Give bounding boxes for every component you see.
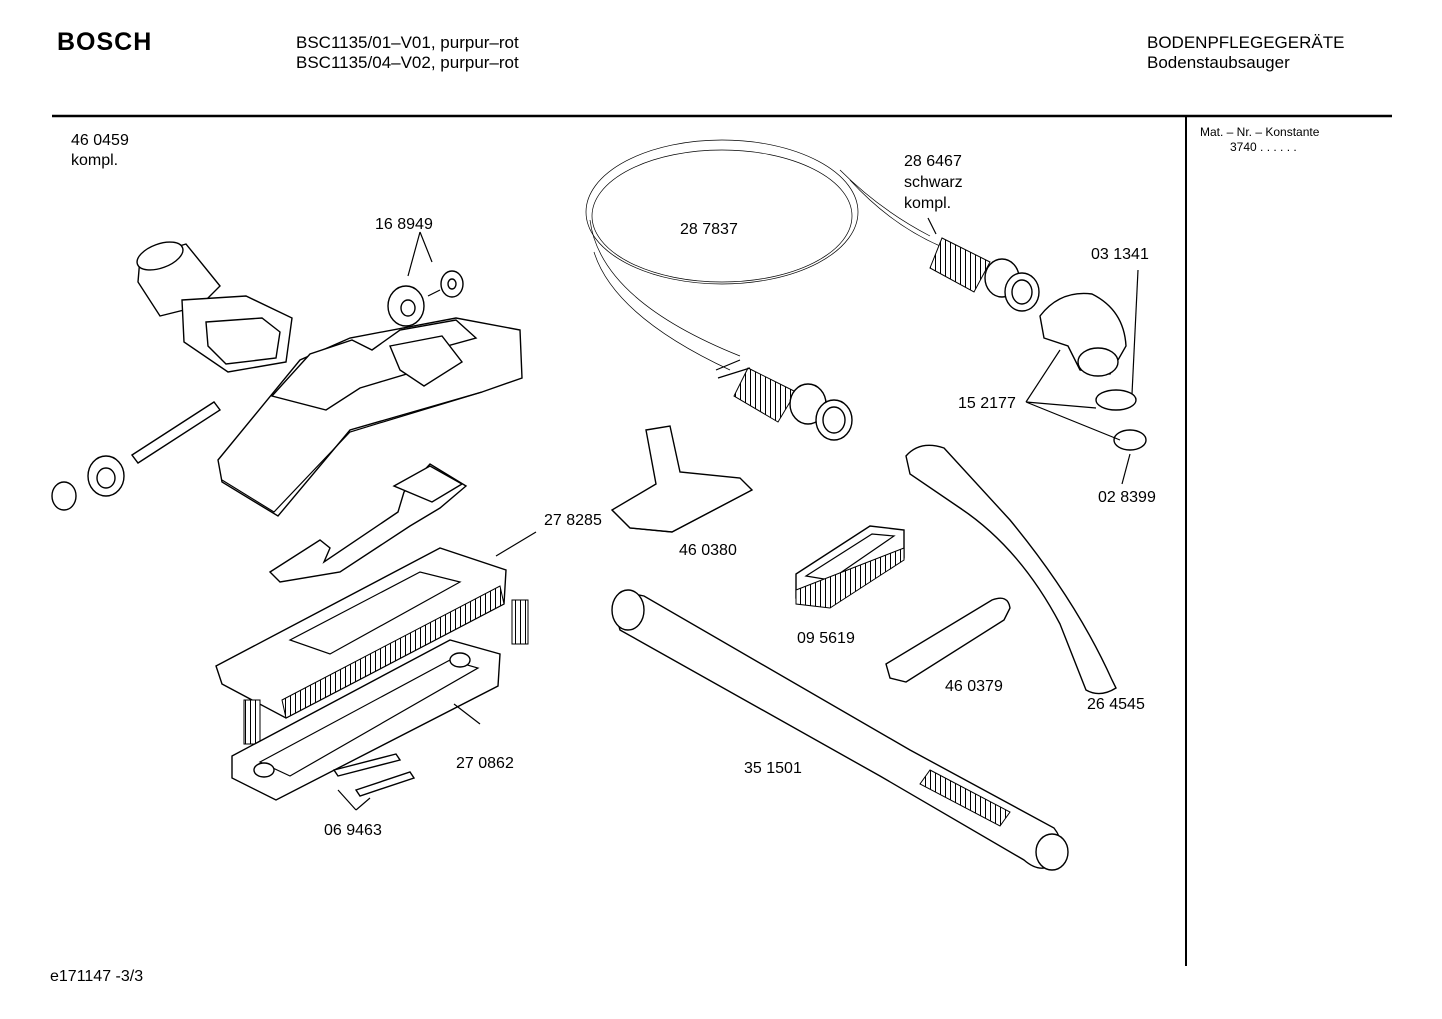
crevice-tool-part	[885, 597, 1011, 683]
category-subtitle: Bodenstaubsauger	[1147, 53, 1290, 72]
brush-strip-part	[231, 639, 501, 801]
part-label-095619: 09 5619	[797, 630, 855, 647]
switch-lever-part	[268, 463, 468, 583]
part-label-460459: 46 0459	[71, 132, 129, 149]
telescopic-tube-part	[611, 589, 1069, 871]
elbow-part	[1039, 292, 1127, 377]
model-line-2: BSC1135/04–V02, purpur–rot	[296, 53, 519, 72]
hose-end-left-part	[715, 359, 853, 441]
part-label-028399: 02 8399	[1098, 489, 1156, 506]
part-label-270862: 27 0862	[456, 755, 514, 772]
hose-end-right-part	[929, 237, 1040, 312]
part-color-286467: schwarz	[904, 174, 963, 191]
clip-ring-part	[1095, 389, 1147, 451]
floor-nozzle-body-part	[217, 317, 523, 517]
part-label-286467: 28 6467	[904, 153, 962, 170]
part-note-286467: kompl.	[904, 195, 952, 212]
hose-loop-part	[585, 139, 941, 371]
part-label-168949: 16 8949	[375, 216, 433, 233]
curved-wand-part	[905, 444, 1117, 695]
part-label-351501: 35 1501	[744, 760, 802, 777]
sidebar-value: 3740 . . . . . .	[1230, 140, 1297, 154]
part-label-069463: 06 9463	[324, 822, 382, 839]
part-label-460380: 46 0380	[679, 542, 737, 559]
category-title: BODENPFLEGEGERÄTE	[1147, 33, 1345, 52]
nozzle-base-plate-part	[215, 547, 507, 719]
part-note-460459: kompl.	[71, 152, 119, 169]
part-label-287837: 28 7837	[680, 221, 738, 238]
upholstery-nozzle-part	[610, 425, 754, 533]
felt-strip-part	[332, 753, 416, 797]
part-label-460379: 46 0379	[945, 678, 1003, 695]
part-label-152177: 15 2177	[958, 395, 1016, 412]
document-id: e171147 -3/3	[50, 968, 144, 985]
brush-part	[795, 525, 905, 609]
axle-rod-part	[130, 401, 222, 464]
sidebar-title: Mat. – Nr. – Konstante	[1200, 125, 1320, 139]
leader-lines	[337, 217, 1139, 811]
wheel-part	[387, 270, 464, 327]
brand-logo: BOSCH	[57, 28, 153, 56]
nozzle-neck-part	[136, 241, 293, 373]
bushing-part	[51, 455, 125, 511]
part-label-264545: 26 4545	[1087, 696, 1145, 713]
part-label-031341: 03 1341	[1091, 246, 1149, 263]
spring-part	[243, 599, 529, 745]
part-label-278285: 27 8285	[544, 512, 602, 529]
model-line-1: BSC1135/01–V01, purpur–rot	[296, 33, 519, 52]
